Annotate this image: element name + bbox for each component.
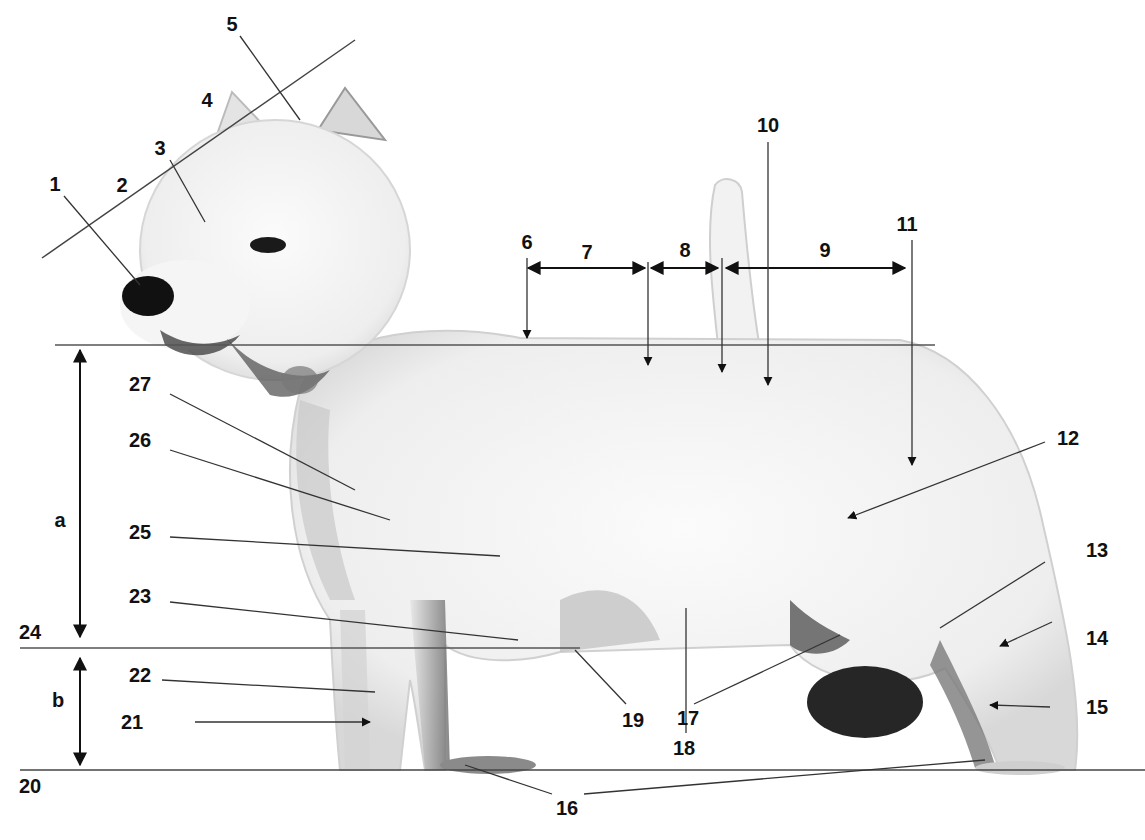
leader-line: [647, 262, 648, 365]
tail: [710, 179, 760, 350]
callout-number: 13: [1086, 540, 1108, 560]
callout-number: 14: [1086, 628, 1108, 648]
callout-number: 17: [677, 708, 699, 728]
leader-line: [195, 721, 370, 722]
leader-line: [240, 36, 300, 120]
leader-line: [990, 705, 1050, 707]
leader-line: [767, 142, 768, 385]
callout-number: 21: [121, 712, 143, 732]
leader-line: [162, 680, 375, 692]
leader-line: [170, 394, 355, 490]
callout-number: 15: [1086, 697, 1108, 717]
front-leg-shade: [410, 600, 450, 770]
ground-line: [20, 769, 1145, 771]
callout-number: 12: [1057, 428, 1079, 448]
leader-line: [911, 240, 912, 465]
callout-number: 23: [129, 586, 151, 606]
leader-lines: [64, 36, 1052, 794]
leader-line: [1000, 622, 1052, 646]
leader-line: [721, 258, 722, 372]
callout-number: 5: [226, 14, 237, 34]
hock-shade: [930, 640, 995, 768]
elbow-line: [20, 647, 580, 649]
leader-line: [940, 562, 1045, 628]
topline: [55, 344, 935, 346]
callout-number: 24: [19, 622, 41, 642]
leader-line: [575, 650, 626, 704]
callout-number: 19: [622, 710, 644, 730]
leader-line: [584, 760, 985, 794]
callout-number: 18: [673, 738, 695, 758]
leader-line: [694, 635, 840, 704]
leader-line: [170, 602, 518, 640]
callout-number: 25: [129, 522, 151, 542]
callout-number: 7: [581, 242, 592, 262]
length-arrow: [651, 267, 718, 269]
callout-number: 16: [556, 798, 578, 818]
callout-number: 6: [521, 232, 532, 252]
leader-line: [848, 442, 1045, 518]
leader-line: [64, 196, 140, 285]
dimension-letter: a: [54, 510, 65, 530]
callout-number: 3: [154, 138, 165, 158]
callout-number: 27: [129, 374, 151, 394]
callout-number: 20: [19, 776, 41, 796]
callout-number: 8: [679, 240, 690, 260]
height-arrow: [79, 658, 81, 765]
muzzle: [120, 260, 250, 350]
callout-number: 1: [49, 174, 60, 194]
hind-paw: [975, 761, 1065, 775]
throat-shade: [282, 366, 318, 394]
nose: [122, 276, 174, 316]
callout-number: 9: [819, 240, 830, 260]
eye: [250, 237, 286, 253]
jaw-shade: [220, 330, 330, 397]
leader-line: [170, 160, 205, 222]
callout-number: 11: [896, 214, 917, 234]
callout-number: 22: [129, 665, 151, 685]
callout-number: 10: [757, 115, 779, 135]
dimension-letter: b: [52, 690, 64, 710]
length-arrow: [528, 267, 645, 269]
hind-leg-dark: [807, 666, 923, 738]
height-arrow: [79, 350, 81, 637]
elbow-shade: [560, 590, 660, 652]
leader-line: [170, 537, 500, 556]
leader-line: [465, 765, 552, 794]
leader-line: [526, 258, 527, 338]
length-arrow: [726, 267, 905, 269]
callout-number: 26: [129, 430, 151, 450]
leader-line: [170, 450, 390, 520]
stifle-shade: [790, 600, 850, 654]
front-paw: [440, 756, 536, 774]
head: [140, 120, 410, 380]
mouth-shade: [160, 330, 240, 355]
callout-number: 4: [201, 90, 212, 110]
callout-number: 2: [116, 175, 127, 195]
